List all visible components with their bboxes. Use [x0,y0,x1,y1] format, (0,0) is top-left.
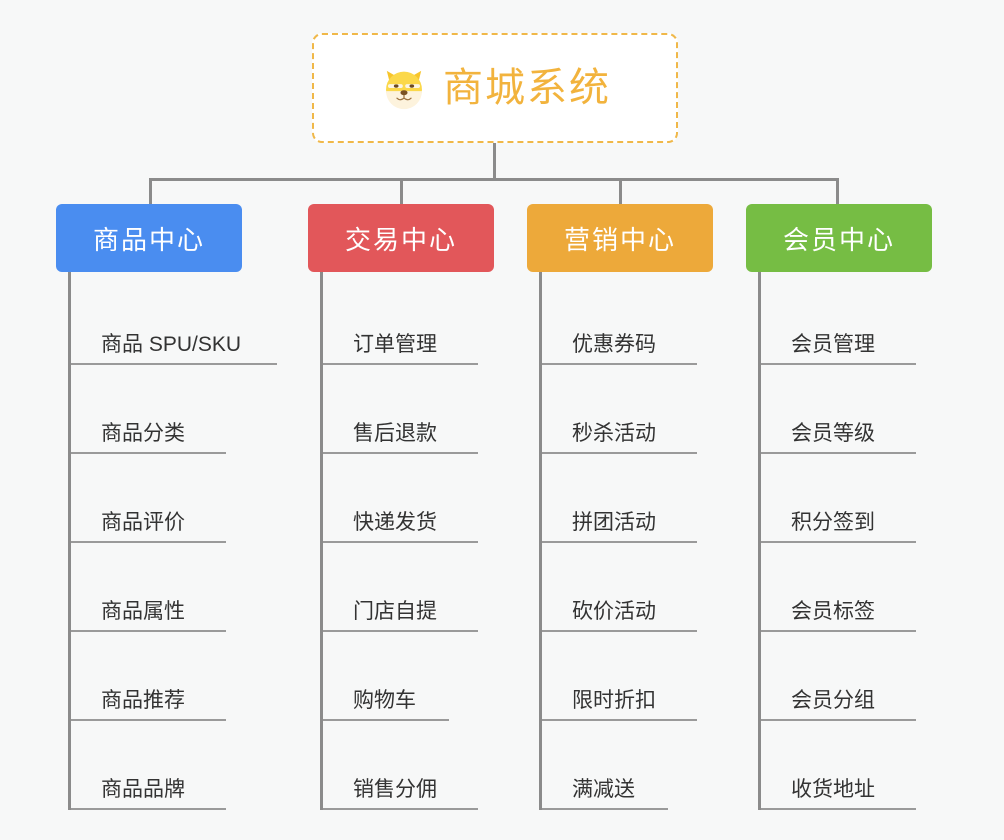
category-label: 交易中心 [344,224,457,255]
branch-spine: 商品 SPU/SKU 商品分类商品评价商品属性商品推荐商品品牌 [68,272,277,810]
connector-root-stub [493,143,496,181]
leaf-label: 售后退款 [353,422,437,445]
category-box[interactable]: 交易中心 [308,204,494,272]
leaf-label: 秒杀活动 [572,422,656,445]
leaf-underline [542,630,697,632]
category-label: 营销中心 [563,224,676,255]
leaf-label: 满减送 [572,778,635,801]
branch-column: 会员中心会员管理会员等级积分签到会员标签会员分组收货地址 [746,204,932,810]
branch-column: 交易中心订单管理售后退款快递发货门店自提购物车销售分佣 [308,204,494,810]
leaf-item[interactable]: 会员管理 [761,276,932,365]
leaf-label: 销售分佣 [353,778,437,801]
leaf-label: 快递发货 [353,511,437,534]
leaf-underline [323,363,478,365]
leaf-label: 购物车 [353,689,416,712]
leaf-underline [323,630,478,632]
leaf-underline [542,719,697,721]
leaf-item[interactable]: 会员分组 [761,632,932,721]
leaf-label: 收货地址 [791,778,875,801]
leaf-label: 商品 SPU/SKU [101,333,242,356]
leaf-item[interactable]: 销售分佣 [323,721,494,810]
leaf-underline [71,541,226,543]
leaf-item[interactable]: 收货地址 [761,721,932,810]
leaf-label: 门店自提 [353,600,437,623]
connector-drop-4 [836,178,839,206]
category-box[interactable]: 会员中心 [746,204,932,272]
branch-column: 商品中心商品 SPU/SKU 商品分类商品评价商品属性商品推荐商品品牌 [56,204,277,810]
leaf-label: 商品评价 [101,511,185,534]
leaf-underline [542,363,697,365]
leaf-item[interactable]: 售后退款 [323,365,494,454]
leaf-item[interactable]: 会员等级 [761,365,932,454]
category-label: 商品中心 [92,224,205,255]
leaf-underline [542,452,697,454]
branch-spine: 订单管理售后退款快递发货门店自提购物车销售分佣 [320,272,494,810]
leaf-underline [761,630,916,632]
leaf-underline [323,719,449,721]
leaf-underline [761,541,916,543]
leaf-label: 限时折扣 [572,689,656,712]
leaf-underline [761,452,916,454]
leaf-item[interactable]: 商品分类 [71,365,242,454]
connector-drop-1 [149,178,152,206]
branch-spine: 会员管理会员等级积分签到会员标签会员分组收货地址 [758,272,932,810]
leaf-item[interactable]: 订单管理 [323,276,494,365]
leaf-label: 商品品牌 [101,778,185,801]
shiba-dog-face-icon [386,70,422,110]
leaf-underline [71,452,226,454]
root-title: 商城系统 [443,66,611,110]
leaf-underline [761,808,916,810]
leaf-item[interactable]: 砍价活动 [542,543,713,632]
leaf-underline [71,808,226,810]
leaf-label: 会员分组 [791,689,875,712]
leaf-underline [761,719,916,721]
leaf-label: 会员标签 [791,600,875,623]
leaf-label: 会员管理 [791,333,875,356]
leaf-underline [542,541,697,543]
branch-spine: 优惠券码秒杀活动拼团活动砍价活动限时折扣满减送 [539,272,713,810]
branch-column: 营销中心优惠券码秒杀活动拼团活动砍价活动限时折扣满减送 [527,204,713,810]
leaf-item[interactable]: 商品属性 [71,543,242,632]
leaf-item[interactable]: 秒杀活动 [542,365,713,454]
leaf-underline [323,541,478,543]
connector-drop-2 [400,178,403,206]
leaf-label: 商品属性 [101,600,185,623]
leaf-label: 会员等级 [791,422,875,445]
leaf-item[interactable]: 购物车 [323,632,494,721]
connector-drop-3 [619,178,622,206]
leaf-item[interactable]: 会员标签 [761,543,932,632]
leaf-underline [71,363,277,365]
connector-horizontal-bar [149,178,839,181]
leaf-underline [71,719,226,721]
category-box[interactable]: 营销中心 [527,204,713,272]
leaf-item[interactable]: 商品推荐 [71,632,242,721]
leaf-item[interactable]: 满减送 [542,721,713,810]
leaf-label: 积分签到 [791,511,875,534]
leaf-underline [323,452,478,454]
leaf-label: 优惠券码 [572,333,656,356]
leaf-label: 订单管理 [353,333,437,356]
leaf-item[interactable]: 快递发货 [323,454,494,543]
leaf-label: 砍价活动 [572,600,656,623]
leaf-underline [761,363,916,365]
leaf-label: 拼团活动 [572,511,656,534]
leaf-label: 商品推荐 [101,689,185,712]
leaf-label: 商品分类 [101,422,185,445]
leaf-item[interactable]: 商品 SPU/SKU [71,276,277,365]
category-label: 会员中心 [782,224,895,255]
leaf-item[interactable]: 商品评价 [71,454,242,543]
category-box[interactable]: 商品中心 [56,204,242,272]
leaf-item[interactable]: 商品品牌 [71,721,242,810]
leaf-item[interactable]: 积分签到 [761,454,932,543]
leaf-item[interactable]: 门店自提 [323,543,494,632]
leaf-underline [71,630,226,632]
leaf-underline [542,808,668,810]
leaf-item[interactable]: 优惠券码 [542,276,713,365]
root-node[interactable]: 商城系统 [312,33,678,143]
leaf-item[interactable]: 拼团活动 [542,454,713,543]
leaf-item[interactable]: 限时折扣 [542,632,713,721]
leaf-underline [323,808,478,810]
